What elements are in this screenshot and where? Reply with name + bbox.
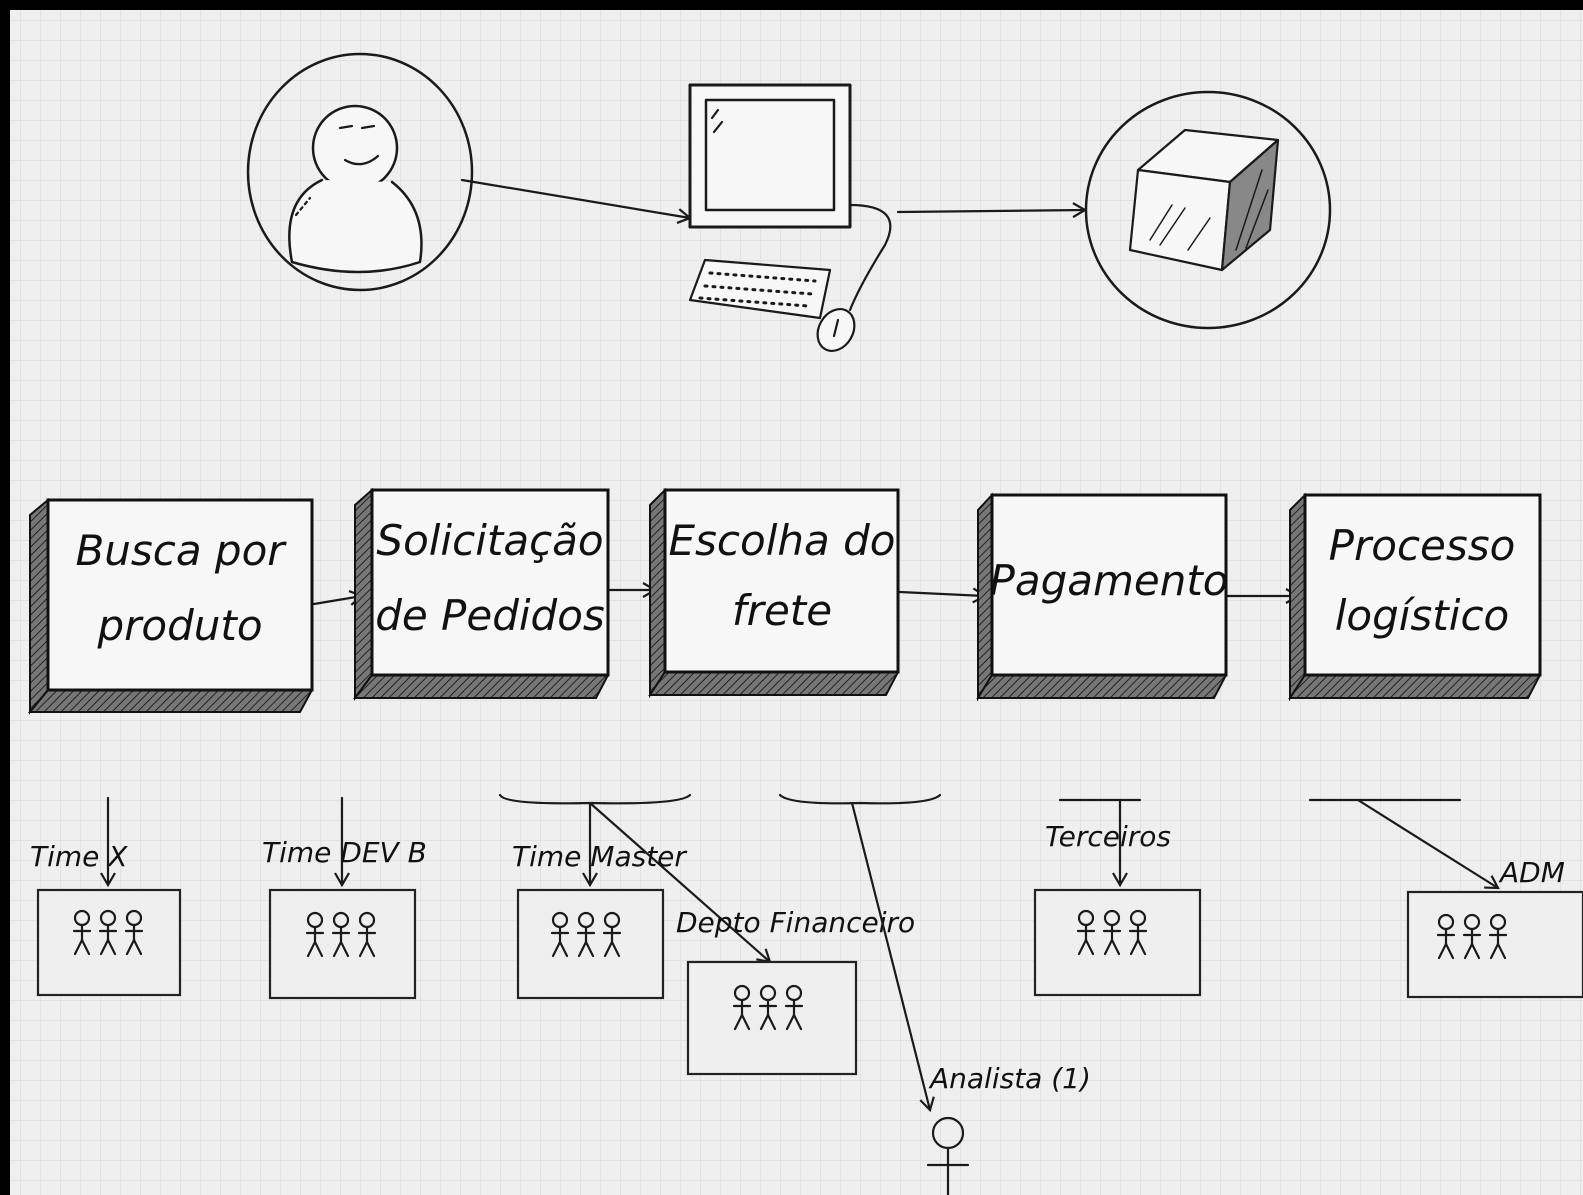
team-time-master: Time Master bbox=[512, 801, 770, 1000]
package-icon bbox=[1084, 90, 1332, 330]
frame-left-border bbox=[0, 0, 10, 1195]
team-time-dev-b: Time DEV B bbox=[262, 796, 427, 1000]
frame-top-border bbox=[0, 0, 1583, 10]
team-adm: ADM bbox=[1356, 798, 1583, 999]
computer-to-package-arrow bbox=[896, 210, 1085, 212]
step-frete-line1: Escolha do bbox=[669, 516, 896, 565]
step-solicitacao-line1: Solicitação bbox=[376, 516, 603, 565]
step-solicitacao-line2: de Pedidos bbox=[375, 591, 605, 640]
user-icon bbox=[246, 52, 474, 292]
step-busca-line1: Busca por bbox=[75, 526, 287, 575]
process-step-solicitacao: Solicitação de Pedidos bbox=[353, 487, 610, 702]
user-to-computer-arrow bbox=[460, 178, 690, 218]
team-time-master-label: Time Master bbox=[512, 840, 687, 873]
team-terceiros-label: Terceiros bbox=[1045, 820, 1171, 853]
process-step-logistico: Processo logístico bbox=[1288, 492, 1542, 702]
process-step-pagamento: Pagamento bbox=[976, 492, 1229, 702]
step-logistico-line2: logístico bbox=[1335, 591, 1510, 640]
arrow-frete-pagamento bbox=[898, 592, 985, 596]
team-adm-label: ADM bbox=[1498, 856, 1565, 889]
team-connectors bbox=[498, 793, 1462, 805]
team-depto-financeiro: Depto Financeiro bbox=[676, 906, 915, 1076]
team-time-x: Time X bbox=[30, 796, 182, 997]
team-time-dev-b-label: Time DEV B bbox=[262, 836, 427, 869]
actor-analista: Analista (1) bbox=[850, 801, 1091, 1195]
analista-stick-figure bbox=[926, 1116, 970, 1195]
step-frete-line2: frete bbox=[732, 586, 832, 635]
actor-analista-label: Analista (1) bbox=[928, 1062, 1091, 1095]
team-depto-financeiro-label: Depto Financeiro bbox=[676, 906, 915, 939]
computer-icon bbox=[688, 83, 892, 352]
team-time-x-label: Time X bbox=[30, 840, 128, 873]
process-step-busca: Busca por produto bbox=[27, 497, 314, 715]
step-pagamento-line1: Pagamento bbox=[990, 556, 1229, 605]
step-logistico-line1: Processo bbox=[1329, 521, 1516, 570]
step-busca-line2: produto bbox=[96, 601, 262, 650]
process-step-frete: Escolha do frete bbox=[648, 487, 900, 699]
team-terceiros: Terceiros bbox=[1033, 798, 1202, 997]
